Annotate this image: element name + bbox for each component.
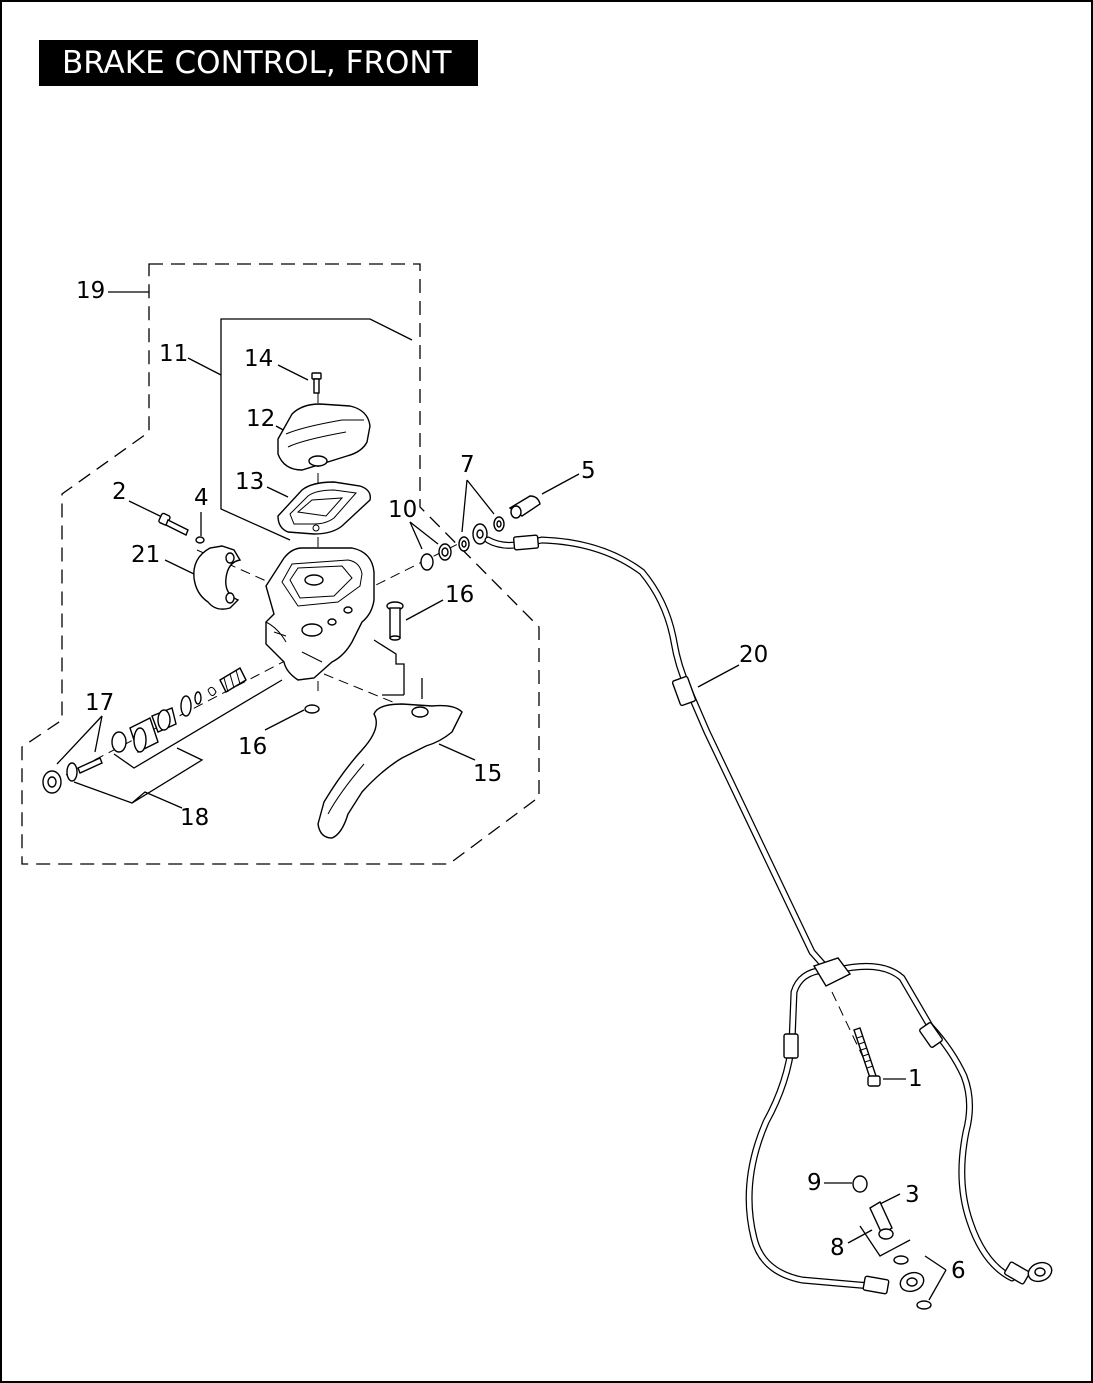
bracket-18 [73, 679, 283, 809]
leader-lines [56, 291, 947, 1301]
callout-1: 1 [908, 1066, 923, 1092]
washer-4 [195, 536, 205, 544]
callout-16-top: 16 [445, 582, 475, 608]
diagram-title: BRAKE CONTROL, FRONT [39, 40, 478, 86]
callout-8: 8 [830, 1235, 845, 1261]
brake-lever-15 [317, 703, 463, 839]
callout-3: 3 [905, 1182, 920, 1208]
callout-18: 18 [180, 805, 210, 831]
callout-7: 7 [460, 452, 475, 478]
pivot-pin-16 [386, 601, 404, 641]
callout-6: 6 [951, 1258, 966, 1284]
callout-10: 10 [388, 497, 418, 523]
callout-16-bottom: 16 [238, 734, 268, 760]
assembly-axes [61, 377, 871, 1073]
callout-2: 2 [112, 479, 127, 505]
screw-2 [158, 512, 189, 536]
clamp-21 [193, 545, 242, 610]
pivot-guide [373, 639, 423, 699]
gasket-13 [277, 481, 371, 535]
callout-5: 5 [581, 458, 596, 484]
washer-set [420, 495, 541, 571]
piston-assembly [42, 667, 247, 794]
brake-hose-20 [484, 534, 1030, 1295]
callout-21: 21 [131, 542, 161, 568]
bleeder-cap-9 [852, 1175, 868, 1193]
callout-19: 19 [76, 278, 106, 304]
callout-12: 12 [246, 406, 276, 432]
callout-20: 20 [739, 642, 769, 668]
bleeder-valve-3 [869, 1200, 894, 1240]
bracket-11 [220, 318, 413, 541]
bracket-8 [859, 1225, 911, 1257]
callout-9: 9 [807, 1170, 822, 1196]
screw-14 [311, 372, 322, 394]
kit-outline-19 [21, 263, 540, 865]
reservoir-cover-12 [277, 403, 371, 471]
bolt-1 [853, 1027, 881, 1087]
banjo-fittings [893, 1255, 1053, 1310]
callout-13: 13 [235, 469, 265, 495]
callout-15: 15 [473, 761, 503, 787]
callout-11: 11 [159, 341, 189, 367]
callout-14: 14 [244, 346, 274, 372]
callout-17: 17 [85, 690, 115, 716]
pivot-clip-16 [304, 704, 320, 714]
master-cylinder-body [265, 547, 375, 681]
callout-4: 4 [194, 485, 209, 511]
